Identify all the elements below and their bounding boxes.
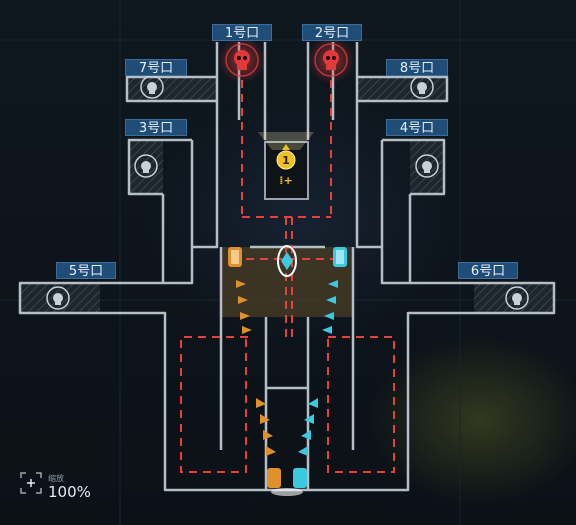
cyan-unit-right[interactable] <box>333 247 347 267</box>
skull-icons <box>46 75 529 310</box>
orange-unit-bottom[interactable] <box>267 468 281 488</box>
gate-6-skull-icon <box>505 286 529 310</box>
gate-label-2[interactable]: 2号口 <box>302 24 362 41</box>
gate-label-3[interactable]: 3号口 <box>125 119 187 136</box>
gate-7-skull-icon <box>140 75 164 99</box>
route-lines <box>180 80 395 473</box>
zoom-label: 缩放 <box>48 474 64 483</box>
gate-3-skull-icon <box>134 154 158 178</box>
cyan-unit-bottom[interactable] <box>293 468 307 488</box>
zoom-icon[interactable] <box>20 472 42 494</box>
core-node[interactable] <box>277 245 297 277</box>
gate-label-8[interactable]: 8号口 <box>386 59 448 76</box>
enemy-spawn-1[interactable] <box>218 36 266 84</box>
objective-chevrons: ⁞+ <box>279 174 292 187</box>
orange-path-arrows <box>236 280 276 456</box>
gate-label-6[interactable]: 6号口 <box>458 262 518 279</box>
cyan-path-arrows <box>298 280 338 456</box>
gate-5-skull-icon <box>46 286 70 310</box>
gate-label-4[interactable]: 4号口 <box>386 119 448 136</box>
gate-8-skull-icon <box>410 75 434 99</box>
map-walls <box>18 42 556 492</box>
objective-number: 1 <box>282 154 290 167</box>
enemy-spawn-2[interactable] <box>307 36 355 84</box>
base-marker <box>271 488 303 496</box>
gate-label-7[interactable]: 7号口 <box>125 59 187 76</box>
gate-4-skull-icon <box>415 154 439 178</box>
orange-unit-left[interactable] <box>228 247 242 267</box>
gate-label-5[interactable]: 5号口 <box>56 262 116 279</box>
objective-marker[interactable]: 1 ⁞+ <box>258 132 314 187</box>
zoom-value: 100% <box>48 483 91 501</box>
gate-label-1[interactable]: 1号口 <box>212 24 272 41</box>
